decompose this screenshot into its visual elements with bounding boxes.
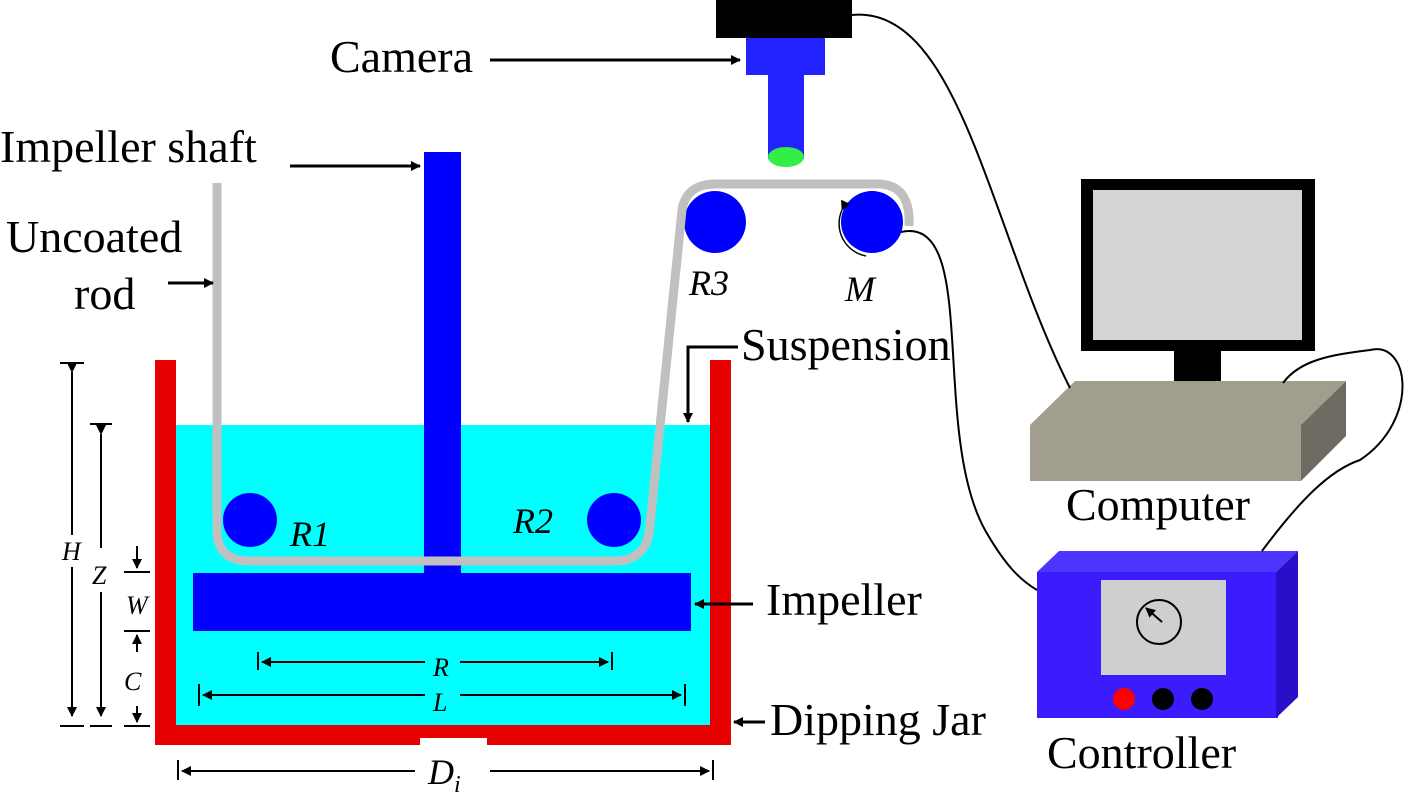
label-w: W xyxy=(126,591,150,620)
label-impeller-shaft: Impeller shaft xyxy=(0,121,257,172)
uncoated-rod xyxy=(212,179,914,566)
camera-icon xyxy=(716,0,852,167)
label-computer: Computer xyxy=(1066,479,1250,530)
label-uncoated: Uncoated xyxy=(6,211,182,262)
impeller-shaft xyxy=(424,152,461,578)
computer-case-front xyxy=(1030,425,1301,481)
computer-case-top xyxy=(1030,381,1346,425)
label-di: Di xyxy=(427,752,461,794)
label-dipping-jar: Dipping Jar xyxy=(770,694,986,745)
button-black-1 xyxy=(1152,688,1174,710)
button-black-2 xyxy=(1191,688,1213,710)
label-arrows xyxy=(168,55,765,727)
cable-computer-controller xyxy=(1261,348,1404,552)
computer-icon xyxy=(1030,179,1346,481)
controller-side xyxy=(1276,551,1298,718)
label-r: R xyxy=(432,653,449,682)
impeller-blade xyxy=(193,573,691,631)
dial-icon xyxy=(1136,599,1182,645)
label-c: C xyxy=(124,667,142,696)
arrow-suspension xyxy=(683,345,738,423)
label-camera: Camera xyxy=(330,31,473,82)
computer-case-side xyxy=(1301,381,1346,481)
cable-motor-controller xyxy=(900,230,1038,591)
label-r1: R1 xyxy=(289,514,330,554)
roller-r3 xyxy=(684,191,746,253)
label-h: H xyxy=(61,537,82,566)
roller-r2 xyxy=(587,493,641,547)
dial-needle xyxy=(1145,607,1163,623)
jar-bottom xyxy=(155,725,731,745)
camera-lens-tip xyxy=(768,147,804,167)
jar-left-wall xyxy=(155,360,176,745)
label-suspension: Suspension xyxy=(741,319,951,370)
label-d: D xyxy=(427,752,454,792)
jar-bottom-gap xyxy=(420,738,487,746)
roller-m-motor xyxy=(841,191,903,253)
label-z: Z xyxy=(92,561,107,590)
label-m: M xyxy=(844,269,877,309)
dimension-lines xyxy=(60,362,714,780)
cable-camera-computer xyxy=(851,13,1071,389)
jar-right-wall xyxy=(710,360,731,745)
label-controller: Controller xyxy=(1047,727,1236,778)
rotation-arrow xyxy=(838,199,867,257)
controller-screen xyxy=(1101,580,1226,675)
label-impeller: Impeller xyxy=(766,574,922,625)
label-r3: R3 xyxy=(688,263,729,303)
label-rod: rod xyxy=(74,268,135,319)
button-red xyxy=(1113,688,1135,710)
label-d-subscript: i xyxy=(454,772,461,794)
cables xyxy=(851,13,1404,591)
monitor-screen xyxy=(1093,190,1302,340)
controller-top xyxy=(1037,551,1298,572)
roller-r1 xyxy=(223,493,277,547)
label-l: L xyxy=(432,688,447,717)
controller-icon xyxy=(1037,551,1298,718)
label-r2: R2 xyxy=(512,501,553,541)
